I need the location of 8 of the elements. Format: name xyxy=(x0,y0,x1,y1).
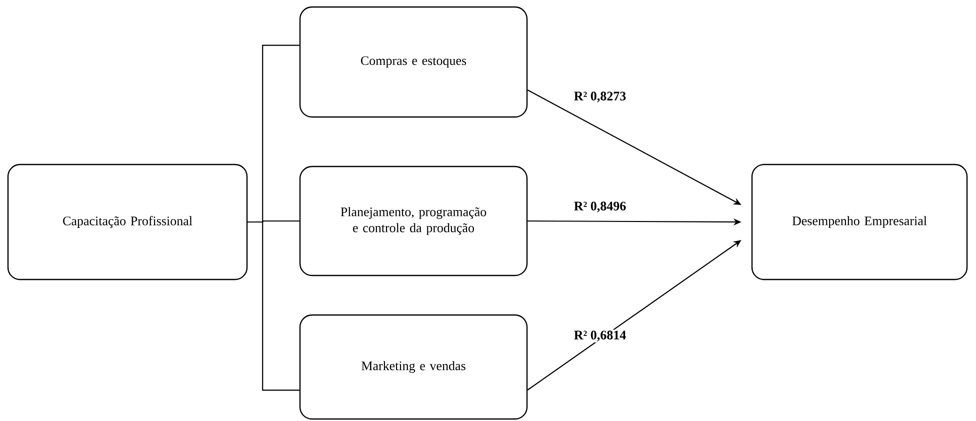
process-box: Compras e estoques xyxy=(299,6,528,118)
process-box: Capacitação Profissional xyxy=(7,164,248,280)
edge-label: R² 0,8496 xyxy=(572,200,628,214)
process-box: Desempenho Empresarial xyxy=(751,164,968,280)
edge-label: R² 0,8273 xyxy=(572,90,628,104)
process-box: Planejamento, programação e controle da produção xyxy=(299,166,528,276)
process-box: Marketing e vendas xyxy=(299,314,528,420)
edge-label: R² 0,6814 xyxy=(572,330,628,342)
